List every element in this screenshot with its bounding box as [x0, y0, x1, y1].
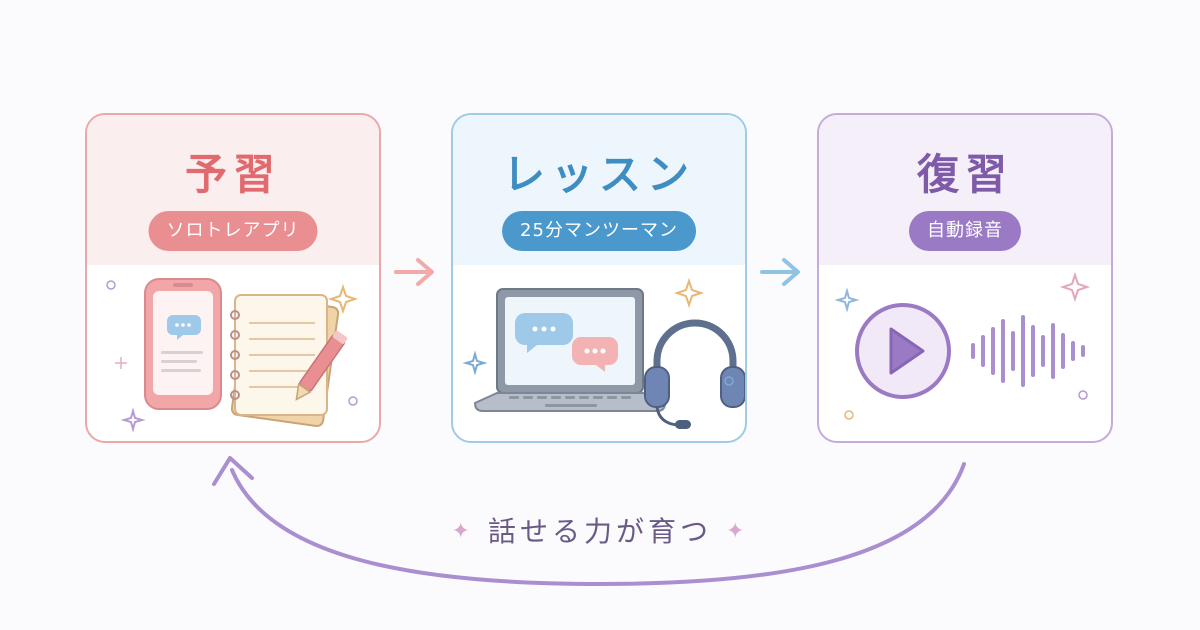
step-card-prep: 予習 ソロトレアプリ	[85, 113, 381, 443]
cycle-label: ✦ 話せる力が育つ ✦	[0, 510, 1200, 550]
step-tag: ソロトレアプリ	[148, 211, 318, 251]
cycle-label-text: 話せる力が育つ	[487, 515, 712, 548]
step-title: レッスン	[502, 150, 695, 199]
play-waveform-icon	[834, 271, 1091, 420]
step-tag: 自動録音	[909, 211, 1021, 251]
step-card-review: 復習 自動録音	[817, 113, 1113, 443]
step-title: 復習	[916, 150, 1013, 199]
arrow-right-icon	[394, 258, 434, 286]
step-title: 予習	[184, 150, 281, 199]
laptop-headset-icon	[462, 277, 745, 429]
sparkle-icon: ✦	[451, 519, 474, 544]
step-card-header: 予習 ソロトレアプリ	[87, 115, 379, 265]
sparkle-icon: ✦	[726, 519, 749, 544]
step-card-header: レッスン 25分マンツーマン	[453, 115, 745, 265]
arrow-right-icon	[760, 258, 800, 286]
step-card-header: 復習 自動録音	[819, 115, 1111, 265]
phone-notebook-icon	[106, 278, 359, 433]
step-card-lesson: レッスン 25分マンツーマン	[451, 113, 747, 443]
step-tag: 25分マンツーマン	[502, 211, 696, 251]
